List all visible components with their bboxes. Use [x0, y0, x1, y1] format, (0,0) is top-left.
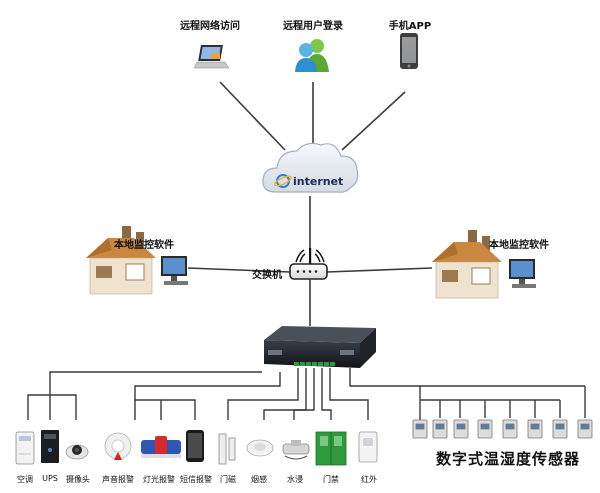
users-icon: [295, 39, 329, 72]
infrared-sensor-icon: [358, 431, 378, 463]
switch-label: 交换机: [252, 270, 282, 281]
mobile-app-label: 手机APP: [388, 21, 432, 32]
desktop-computer-left-icon: [161, 256, 188, 285]
temp-humidity-sensor-icon: [577, 419, 593, 439]
remote-web-label: 远程网络访问: [180, 21, 240, 32]
ups-icon: [41, 430, 59, 463]
local-house-right-icon: [432, 230, 502, 299]
temp-humidity-sensor-icon: [527, 419, 543, 439]
temp-humidity-sensor-icons: [412, 419, 593, 439]
device-label-water: 水浸: [287, 475, 303, 484]
smoke-detector-icon: [246, 439, 274, 457]
mobile-phone-icon: [400, 33, 418, 69]
siren-icon: [104, 432, 132, 460]
sensor-group-label: 数字式温湿度传感器: [436, 450, 581, 468]
door-magnet-icon: [218, 433, 236, 465]
temp-humidity-sensor-icon: [477, 419, 493, 439]
device-label-camera: 摄像头: [66, 475, 90, 484]
warning-light-icon: [141, 436, 181, 458]
temp-humidity-sensor-icon: [453, 419, 469, 439]
water-sensor-icon: [282, 440, 310, 460]
device-label-sound-alarm: 声音报警: [102, 475, 134, 484]
temp-humidity-sensor-icon: [502, 419, 518, 439]
local-software-right-label: 本地监控软件: [489, 240, 549, 251]
camera-icon: [65, 444, 89, 460]
device-label-aircon: 空调: [17, 475, 33, 484]
smartphone-sms-icon: [186, 430, 204, 462]
temp-humidity-sensor-icon: [432, 419, 448, 439]
device-label-access: 门禁: [323, 475, 339, 484]
temp-humidity-sensor-icon: [552, 419, 568, 439]
access-door-icon: [315, 431, 347, 466]
internet-label: internet: [293, 175, 344, 188]
remote-login-label: 远程用户登录: [283, 21, 343, 32]
top-connectors: [187, 81, 433, 273]
switch-router-icon: [289, 248, 328, 280]
internet-cloud-icon: [262, 142, 359, 193]
device-label-ups: UPS: [42, 474, 58, 483]
device-label-door-magnet: 门磁: [220, 475, 236, 484]
laptop-icon: [193, 45, 230, 69]
local-house-left-icon: [86, 226, 156, 295]
device-bus-lines: [27, 368, 586, 420]
desktop-computer-right-icon: [509, 259, 536, 288]
device-label-sms-alarm: 短信报警: [180, 475, 212, 484]
monitoring-host-icon: [264, 279, 376, 368]
temp-humidity-sensor-icon: [412, 419, 428, 439]
local-software-left-label: 本地监控软件: [114, 240, 174, 251]
device-label-light-alarm: 灯光报警: [143, 475, 175, 484]
air-conditioner-icon: [15, 431, 35, 465]
device-label-infrared: 红外: [361, 475, 377, 484]
device-label-smoke: 烟感: [251, 475, 267, 484]
